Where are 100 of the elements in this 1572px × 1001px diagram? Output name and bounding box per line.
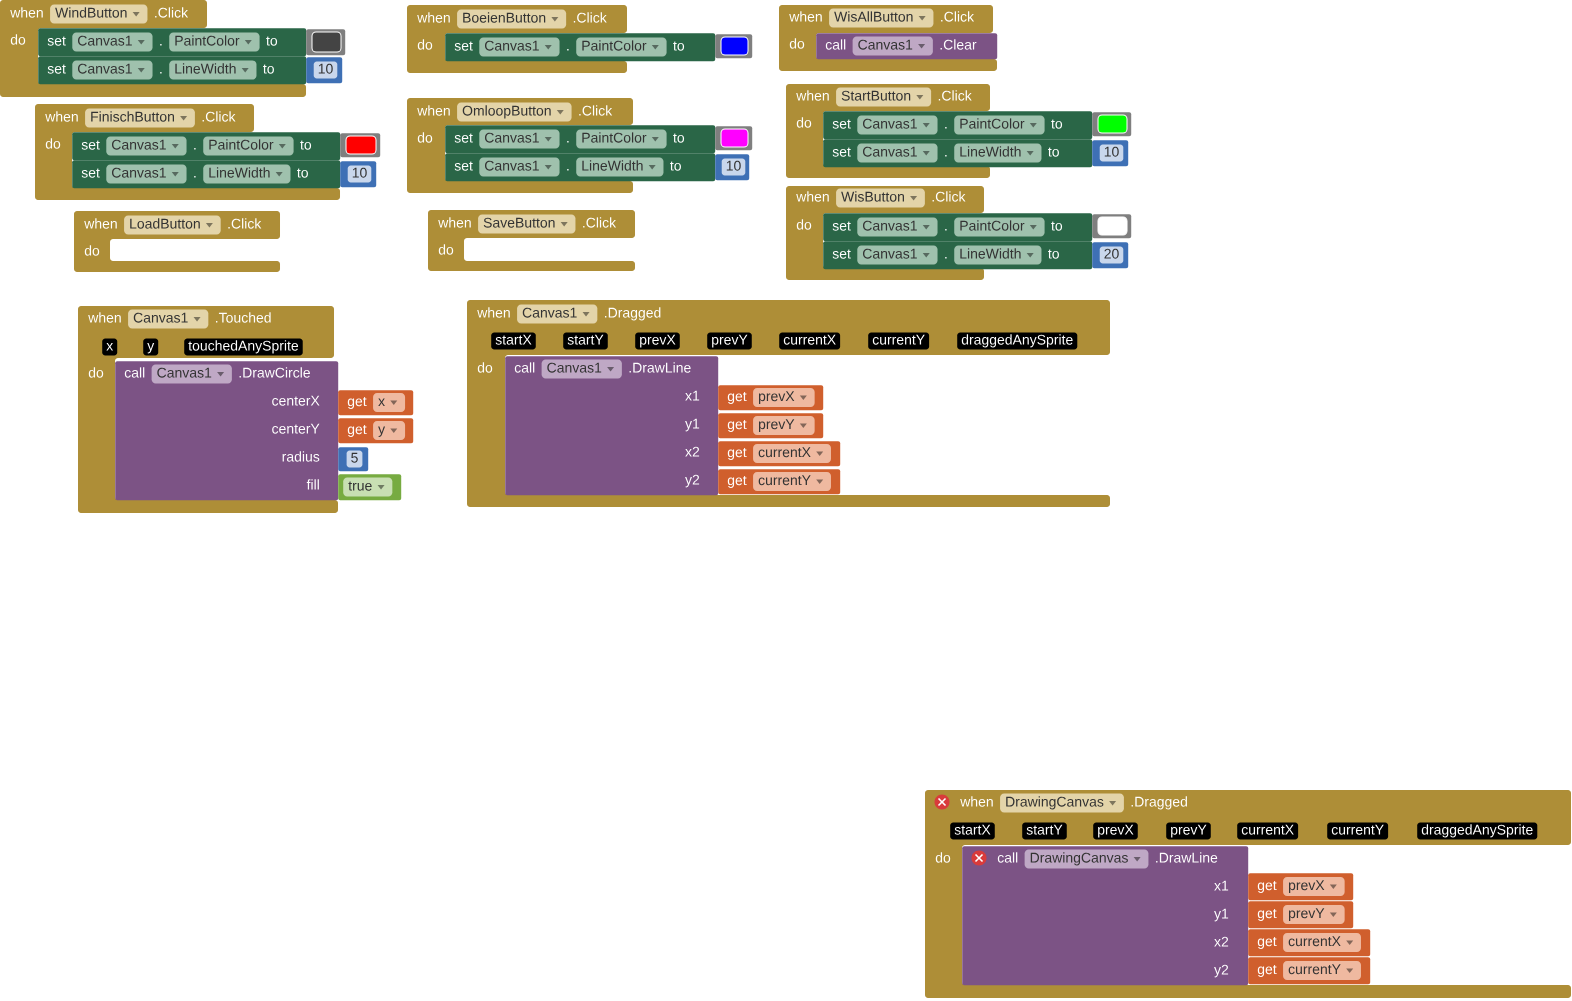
color-block <box>1092 112 1132 137</box>
dropdown-field: Canvas1 <box>128 309 209 329</box>
node-label: to <box>1048 249 1059 259</box>
node-label: . <box>160 44 162 46</box>
node-label: set <box>454 133 473 143</box>
parameter-label: startX <box>491 332 536 350</box>
dropdown-field: DrawingCanvas <box>1000 793 1124 813</box>
dropdown-field: Canvas1 <box>857 143 938 163</box>
dropdown-field: Canvas1 <box>541 359 622 379</box>
dropdown-field: PaintColor <box>576 37 667 57</box>
dropdown-field: Canvas1 <box>106 164 187 184</box>
dropdown-field: prevX <box>753 388 815 407</box>
dropdown-field: x <box>373 393 406 412</box>
parameter-label: startX <box>950 822 995 840</box>
dropdown-field: LineWidth <box>954 143 1042 163</box>
boolean-block <box>338 474 402 501</box>
color-block <box>340 133 381 158</box>
dropdown-field: prevY <box>753 416 815 435</box>
dropdown-field: DrawingCanvas <box>1024 849 1149 869</box>
node-label: set <box>47 64 66 74</box>
set-block: set Canvas1 . PaintColor to <box>823 111 1093 140</box>
node-label: get <box>1257 936 1277 949</box>
get-block: get prevY <box>1248 901 1354 929</box>
dropdown-field: Canvas1 <box>72 32 153 52</box>
node-label: to <box>297 168 308 178</box>
number-block: 5 <box>338 447 369 472</box>
set-block: set Canvas1 . PaintColor to <box>445 33 716 62</box>
dropdown-field: LineWidth <box>954 245 1042 265</box>
event-block: when SaveButton .Click do <box>428 210 635 271</box>
get-block: get currentX <box>1248 929 1371 957</box>
node-label: . <box>194 176 196 178</box>
dropdown-field: Canvas1 <box>72 60 153 80</box>
dropdown-field: currentX <box>1283 933 1361 952</box>
node-label: to <box>1048 147 1059 157</box>
event-block: when LoadButton .Click do <box>74 211 280 272</box>
get-block: get currentY <box>1248 957 1371 985</box>
node-label: . <box>945 229 947 231</box>
node-label: set <box>832 147 851 157</box>
node-label: . <box>567 141 569 143</box>
color-block <box>715 126 753 151</box>
number-block: 10 <box>306 57 343 84</box>
parameter-label: startY <box>1022 822 1067 840</box>
set-block: set Canvas1 . LineWidth to <box>823 241 1093 270</box>
number-block: 10 <box>340 161 377 188</box>
node-label: get <box>1257 908 1277 921</box>
dropdown-field: prevX <box>1283 877 1345 896</box>
parameter-label: startY <box>563 332 608 350</box>
get-block: get prevX <box>718 385 824 411</box>
dropdown-field: true <box>343 477 393 497</box>
dropdown-field: Canvas1 <box>852 36 933 56</box>
number-block: 10 <box>715 154 750 181</box>
node-label: set <box>47 36 66 46</box>
get-block: get y <box>338 418 414 444</box>
dropdown-field: PaintColor <box>169 32 260 52</box>
node-label: to <box>300 140 312 150</box>
node-label: . <box>160 72 162 74</box>
node-label: get <box>1257 964 1277 977</box>
node-label: to <box>1051 119 1063 129</box>
set-block: set Canvas1 . PaintColor to <box>72 132 341 161</box>
node-label: get <box>1257 880 1277 893</box>
get-block: get currentY <box>718 469 841 495</box>
parameter-label: currentX <box>779 332 841 350</box>
node-label: . <box>945 155 947 157</box>
node-label: to <box>670 161 681 171</box>
parameter-label: draggedAnySprite <box>1417 822 1538 840</box>
node-label: to <box>1051 221 1063 231</box>
node-label: to <box>263 64 274 74</box>
call-block: call Canvas1 .DrawLine x1 y1 x2 y2 <box>505 356 719 496</box>
dropdown-field: Canvas1 <box>857 245 938 265</box>
number-block: 20 <box>1092 242 1129 269</box>
dropdown-field: currentY <box>753 472 831 491</box>
parameter-label: currentY <box>1327 822 1389 840</box>
dropdown-field: LineWidth <box>169 60 257 80</box>
node-label: to <box>266 36 278 46</box>
parameter-label: prevX <box>635 332 680 350</box>
set-block: set Canvas1 . LineWidth to <box>823 139 1093 168</box>
set-block: set Canvas1 . PaintColor to <box>823 213 1093 242</box>
node-label: set <box>81 168 100 178</box>
parameter-label: prevY <box>707 332 752 350</box>
color-block <box>715 34 753 59</box>
get-block: get prevY <box>718 413 824 439</box>
parameter-label: currentY <box>868 332 930 350</box>
dropdown-field: y <box>373 421 406 440</box>
parameter-label: draggedAnySprite <box>957 332 1078 350</box>
color-block <box>1092 214 1132 239</box>
node-label: . <box>194 148 196 150</box>
parameter-label: prevX <box>1093 822 1138 840</box>
node-label: set <box>81 140 100 150</box>
dropdown-field: WisButton <box>836 188 925 208</box>
get-block: get x <box>338 390 414 416</box>
dropdown-field: LineWidth <box>203 164 291 184</box>
call-block: call Canvas1 .Clear <box>816 33 998 60</box>
number-block: 10 <box>1092 140 1129 167</box>
dropdown-field: prevY <box>1283 905 1345 924</box>
call-block: call Canvas1 .DrawCircle centerX centerY radius fill <box>115 361 339 501</box>
dropdown-field: Canvas1 <box>479 37 560 57</box>
get-block: get prevX <box>1248 873 1354 901</box>
node-label: to <box>673 133 685 143</box>
set-block: set Canvas1 . LineWidth to <box>445 153 716 182</box>
dropdown-field: OmloopButton <box>457 102 572 122</box>
